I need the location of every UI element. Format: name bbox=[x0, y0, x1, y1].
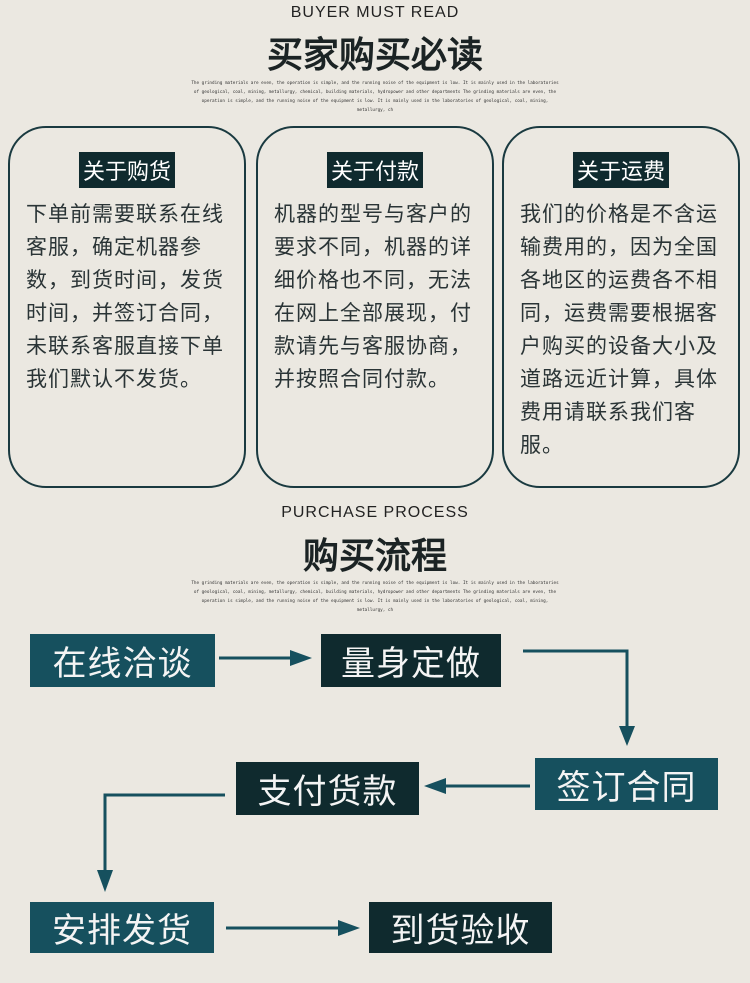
arrow-head-icon bbox=[338, 920, 360, 936]
card-title: 关于付款 bbox=[326, 152, 424, 188]
card-title: 关于购货 bbox=[78, 152, 176, 188]
purchase-process-title: 购买流程 bbox=[302, 536, 447, 577]
step-customization: 量身定做 bbox=[321, 634, 501, 687]
purchase-process-subtitle: PURCHASE PROCESS bbox=[281, 504, 469, 521]
buyer-must-read-subtitle: BUYER MUST READ bbox=[290, 4, 460, 21]
fine-print: The grinding materials are even, the ope… bbox=[191, 81, 559, 113]
step-sign-contract: 签订合同 bbox=[535, 758, 718, 810]
arrow-head-icon bbox=[424, 778, 446, 794]
arrow-head-icon bbox=[290, 650, 312, 666]
fine-print: The grinding materials are even, the ope… bbox=[191, 581, 559, 613]
arrow-line bbox=[523, 649, 629, 728]
step-acceptance: 到货验收 bbox=[369, 902, 552, 953]
card-shipping: 关于运费 我们的价格是不含运输费用的，因为全国各地区的运费各不相同，运费需要根据… bbox=[502, 126, 740, 488]
step-payment: 支付货款 bbox=[236, 762, 419, 815]
card-text: 机器的型号与客户的要求不同，机器的详细价格也不同，无法在网上全部展现，付款请先与… bbox=[274, 202, 472, 391]
card-title: 关于运费 bbox=[572, 152, 670, 188]
step-arrange-shipping: 安排发货 bbox=[30, 902, 214, 953]
card-purchase: 关于购货 下单前需要联系在线客服，确定机器参数，到货时间，发货时间，并签订合同，… bbox=[8, 126, 246, 488]
arrow-line bbox=[103, 793, 225, 872]
card-text: 我们的价格是不含运输费用的，因为全国各地区的运费各不相同，运费需要根据客户购买的… bbox=[520, 202, 718, 457]
card-payment: 关于付款 机器的型号与客户的要求不同，机器的详细价格也不同，无法在网上全部展现，… bbox=[256, 126, 494, 488]
card-text: 下单前需要联系在线客服，确定机器参数，到货时间，发货时间，并签订合同，未联系客服… bbox=[26, 202, 224, 391]
buyer-must-read-title: 买家购买必读 bbox=[266, 35, 483, 76]
step-online-negotiation: 在线洽谈 bbox=[30, 634, 215, 687]
arrow-head-icon bbox=[619, 726, 635, 746]
arrow-head-icon bbox=[97, 870, 113, 892]
